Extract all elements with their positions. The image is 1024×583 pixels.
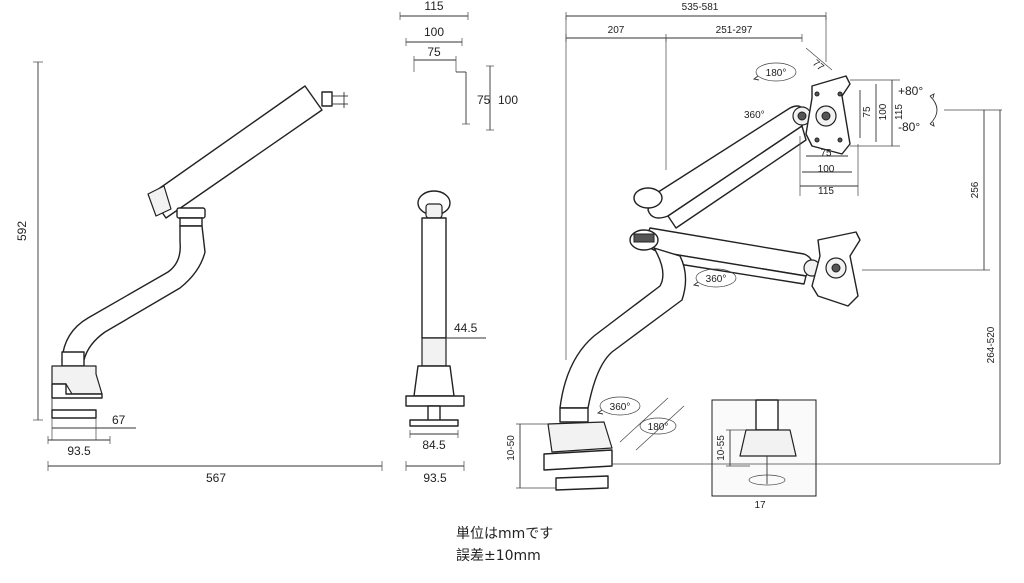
side-view: 592 67 [15, 61, 383, 485]
svg-text:75: 75 [820, 148, 832, 159]
base-depth-label: 93.5 [67, 444, 91, 458]
svg-text:360°: 360° [706, 274, 727, 285]
seg2-label: 251-297 [716, 25, 753, 36]
unit-note: 単位はmmです [456, 526, 554, 542]
clamp-range-label: 10-50 [506, 435, 517, 461]
elbow-joint [176, 207, 206, 227]
svg-text:100: 100 [818, 164, 835, 175]
grommet-range-label: 10-55 [716, 435, 727, 461]
vesa-115-label: 115 [424, 0, 443, 13]
grommet-hole-label: 17 [754, 500, 766, 511]
height-label: 592 [15, 221, 29, 241]
rotate-360-mid-icon: 360° [692, 268, 737, 288]
svg-text:75: 75 [862, 106, 873, 118]
svg-text:100: 100 [878, 103, 889, 120]
svg-text:115: 115 [818, 186, 834, 197]
seg1-label: 207 [608, 25, 625, 36]
base-inner-label: 84.5 [422, 438, 446, 452]
svg-text:360°: 360° [610, 402, 631, 413]
vesa-plate-top [805, 75, 851, 155]
vesa-dim-small: 115 100 75 75 100 [399, 0, 518, 131]
tilt-up-label: +80° [898, 84, 923, 98]
rotate-180-top-icon: 180° [752, 62, 797, 82]
vesa-bottom-dims: 75 100 115 [799, 136, 859, 197]
vesa-h100-label: 100 [498, 93, 518, 107]
height-range-label: 264-520 [986, 326, 997, 363]
total-reach-label: 567 [206, 471, 226, 485]
iso-view: 535-581 207 251-297 77 180° 360° [506, 2, 1002, 511]
height-mid-label: 256 [970, 181, 981, 198]
front-view: 44.5 84.5 93.5 [405, 190, 486, 485]
pole-width-label: 44.5 [454, 321, 478, 335]
rotate-360-base-icon: 360° [596, 396, 641, 416]
rotate-180-base-icon: 180° [619, 397, 685, 451]
rotate-360-head-label: 360° [744, 110, 765, 121]
vesa-100-label: 100 [424, 25, 444, 39]
tilt-arc-icon: +80° -80° [898, 84, 938, 134]
iso-clamp [543, 407, 613, 491]
tilt-down-label: -80° [898, 120, 920, 134]
svg-text:180°: 180° [766, 68, 787, 79]
base-outer-label: 93.5 [423, 471, 447, 485]
reach-label: 535-581 [682, 2, 719, 13]
tolerance-note: 誤差±10mm [456, 548, 541, 564]
svg-text:115: 115 [894, 104, 905, 120]
vesa-plate-low [811, 231, 861, 307]
tilt-offset-label: 77 [810, 58, 826, 74]
iso-upper-arm [647, 105, 812, 229]
iso-lower-arm [559, 247, 687, 409]
side-clamp [51, 351, 103, 419]
svg-text:180°: 180° [648, 422, 669, 433]
grommet-inset: 10-55 17 [711, 399, 817, 511]
upper-arm [147, 85, 348, 219]
vesa-75-label: 75 [427, 45, 441, 59]
base-depth-inner-label: 67 [112, 413, 126, 427]
iso-elbow-joint [629, 187, 663, 251]
lower-arm [61, 225, 206, 361]
vesa-right-dims: 75 100 115 [850, 79, 905, 147]
vesa-h75-label: 75 [477, 93, 491, 107]
